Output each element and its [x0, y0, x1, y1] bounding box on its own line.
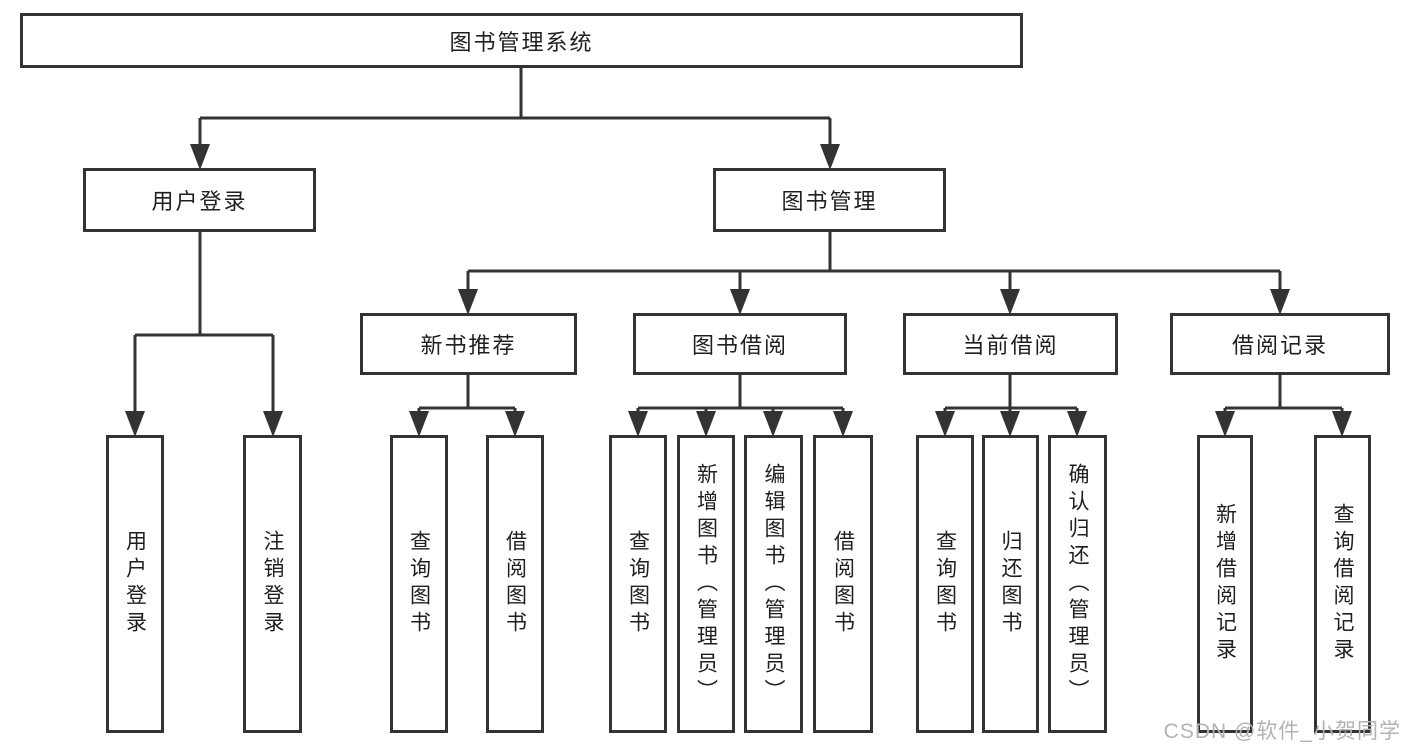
node-label: 借阅图书 [831, 530, 855, 638]
leaf-newbooks-query: 查询图书 [390, 435, 448, 733]
node-current-borrow: 当前借阅 [903, 313, 1118, 375]
node-label: 新书推荐 [420, 333, 517, 358]
node-root: 图书管理系统 [20, 13, 1023, 68]
node-label: 编辑图书（管理员） [762, 462, 785, 706]
leaf-current-query: 查询图书 [916, 435, 974, 733]
leaf-borrow-borrow: 借阅图书 [813, 435, 873, 733]
node-label: 查询图书 [407, 530, 431, 638]
leaf-records-query: 查询借阅记录 [1314, 435, 1371, 733]
node-label: 新增图书（管理员） [694, 462, 718, 706]
node-user-login: 用户登录 [83, 168, 316, 232]
node-label: 用户登录 [151, 189, 248, 214]
node-label: 注销登录 [261, 530, 284, 638]
node-label: 查询借阅记录 [1331, 503, 1354, 665]
node-label: 确认归还（管理员） [1066, 462, 1089, 706]
leaf-current-return: 归还图书 [982, 435, 1039, 733]
node-label: 借阅图书 [503, 530, 527, 638]
arrowheads [125, 144, 1352, 437]
node-book-borrow: 图书借阅 [633, 313, 847, 375]
node-label: 当前借阅 [962, 333, 1059, 358]
node-label: 查询图书 [626, 530, 650, 638]
node-label: 用户登录 [123, 530, 147, 638]
leaf-records-add: 新增借阅记录 [1197, 435, 1253, 733]
leaf-newbooks-borrow: 借阅图书 [486, 435, 544, 733]
node-new-book-recommend: 新书推荐 [360, 313, 577, 375]
node-borrow-records: 借阅记录 [1170, 313, 1390, 375]
leaf-logout: 注销登录 [243, 435, 302, 733]
leaf-borrow-add-admin: 新增图书（管理员） [677, 435, 735, 733]
node-book-management: 图书管理 [713, 168, 946, 232]
connector-path [133, 68, 1344, 413]
csdn-watermark: CSDN @软件_小贺同学 [1163, 720, 1401, 743]
node-label: 查询图书 [933, 530, 957, 638]
leaf-user-login: 用户登录 [106, 435, 164, 733]
node-label: 图书管理系统 [449, 29, 594, 55]
leaf-borrow-query: 查询图书 [609, 435, 667, 733]
leaf-current-confirm-admin: 确认归还（管理员） [1048, 435, 1107, 733]
node-label: 新增借阅记录 [1213, 503, 1237, 665]
node-label: 借阅记录 [1231, 333, 1328, 358]
node-label: 图书借阅 [691, 333, 788, 358]
leaf-borrow-edit-admin: 编辑图书（管理员） [744, 435, 803, 733]
node-label: 图书管理 [781, 189, 878, 214]
node-label: 归还图书 [999, 530, 1022, 638]
